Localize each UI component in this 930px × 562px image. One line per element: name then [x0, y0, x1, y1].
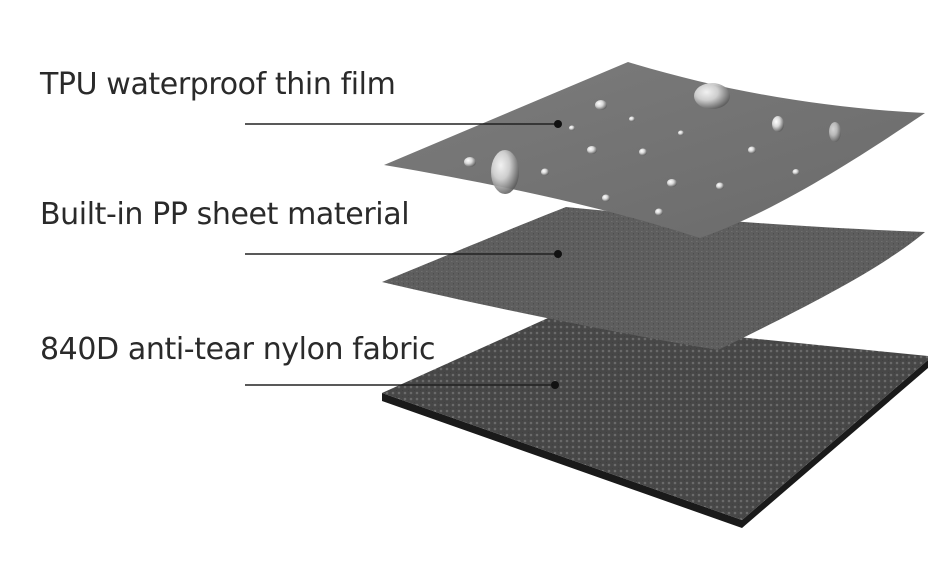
water-droplet [748, 146, 756, 154]
water-droplet [639, 148, 647, 156]
water-droplet [655, 208, 663, 216]
pp-sheet [382, 207, 925, 350]
leader-dot-tpu [554, 120, 562, 128]
water-droplets [464, 83, 841, 216]
layer-label-nylon: 840D anti-tear nylon fabric [40, 332, 436, 367]
leader-dot-nylon [551, 381, 559, 389]
layer-label-tpu: TPU waterproof thin film [40, 67, 396, 102]
leader-lines [245, 120, 562, 389]
tpu-film-layer [384, 62, 925, 238]
water-droplet [595, 100, 607, 110]
water-droplet [602, 194, 610, 202]
leader-dot-pp [554, 250, 562, 258]
pp-sheet-layer [382, 207, 925, 350]
water-droplet [491, 150, 519, 194]
water-droplet [541, 168, 549, 176]
layer-label-pp: Built-in PP sheet material [40, 197, 410, 232]
water-droplet [716, 182, 724, 190]
water-droplet [772, 116, 784, 132]
water-droplet [829, 122, 841, 142]
water-droplet [694, 83, 730, 109]
water-droplet [667, 179, 677, 187]
nylon-fabric-edge [382, 360, 928, 528]
tpu-film-sheet [384, 62, 925, 238]
water-droplet [792, 169, 800, 175]
water-droplet [629, 116, 635, 122]
nylon-fabric-sheet [382, 318, 928, 520]
water-droplet [678, 130, 684, 136]
nylon-fabric-layer [382, 318, 928, 528]
water-droplet [587, 146, 597, 154]
water-droplet [569, 125, 575, 131]
water-droplet [464, 157, 476, 167]
